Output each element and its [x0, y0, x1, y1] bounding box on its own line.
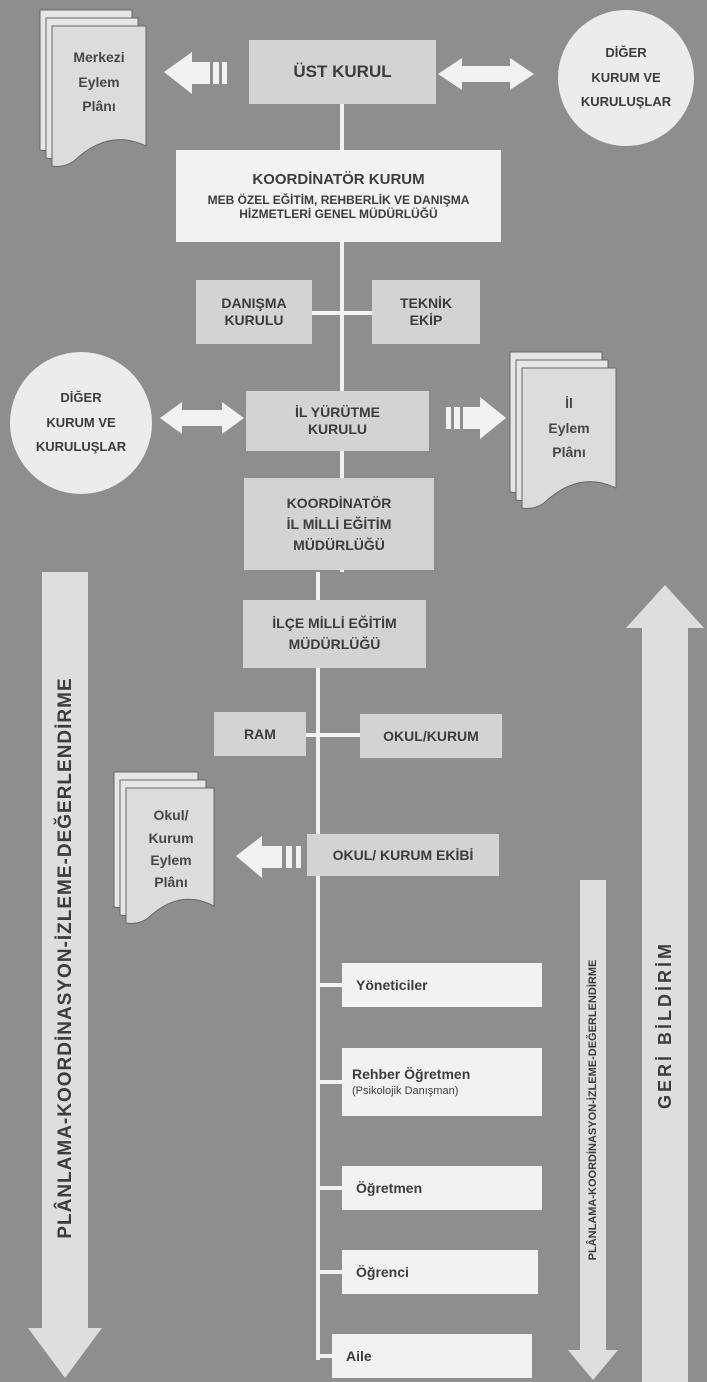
koordinator-il-box: KOORDİNATÖR İL MİLLİ EĞİTİM MÜDÜRLÜĞÜ	[244, 478, 434, 570]
circle-top-line-3: KURULUŞLAR	[580, 94, 672, 110]
left-down-arrow	[28, 572, 102, 1378]
koordinator-kurum-title: KOORDİNATÖR KURUM	[252, 170, 425, 188]
aile-label: Aile	[346, 1347, 372, 1364]
koordinator-il-line-1: KOORDİNATÖR	[286, 494, 392, 511]
okul-kurum-eylem-plani: Okul/ Kurum Eylem Plânı	[130, 790, 212, 908]
arrow-to-merkezi	[164, 52, 227, 94]
ust-kurul-label: ÜST KURUL	[293, 61, 392, 81]
yoneticiler-box: Yöneticiler	[342, 963, 542, 1007]
ogretmen-box: Öğretmen	[342, 1166, 542, 1210]
rehber-title: Rehber Öğretmen	[352, 1065, 471, 1082]
ilce-milli-egitim-box: İLÇE MİLLİ EĞİTİM MÜDÜRLÜĞÜ	[243, 600, 426, 668]
okul-kurum-box: OKUL/KURUM	[360, 714, 502, 758]
ram-label: RAM	[244, 725, 276, 742]
teknik-line-2: EKİP	[409, 312, 443, 328]
il-plan-line-1: İl	[565, 395, 573, 412]
il-plan-document-icon	[509, 351, 617, 509]
ilce-line-1: İLÇE MİLLİ EĞİTİM	[272, 615, 397, 631]
ogretmen-label: Öğretmen	[356, 1179, 423, 1196]
arrow-to-okul-plan	[236, 836, 301, 878]
merkezi-plan-line-2: Eylem	[78, 73, 120, 90]
danisma-kurulu-box: DANIŞMA KURULU	[196, 280, 312, 344]
koordinator-il-line-3: MÜDÜRLÜĞÜ	[293, 536, 385, 553]
right-inner-down-arrow	[568, 880, 618, 1380]
yoneticiler-label: Yöneticiler	[356, 976, 428, 993]
okul-plan-line-4: Plânı	[154, 874, 188, 891]
teknik-line-1: TEKNİK	[399, 295, 453, 312]
circle-top-line-2: KURUM VE	[591, 69, 661, 85]
circle-top-line-1: DİĞER	[605, 44, 647, 60]
danisma-line-1: DANIŞMA	[221, 295, 287, 312]
il-yurutme-line-1: İL YÜRÜTME	[294, 404, 381, 421]
ogrenci-label: Öğrenci	[356, 1263, 409, 1280]
okul-kurum-ekibi-box: OKUL/ KURUM EKİBİ	[307, 834, 499, 876]
merkezi-plan-line-3: Plânı	[82, 98, 116, 115]
okul-plan-document-icon	[113, 771, 215, 924]
arrow-to-il-plan	[446, 397, 506, 439]
left-vertical-label: PLÂNLAMA-KOORDİNASYON-İZLEME-DEĞERLENDİR…	[55, 677, 76, 1239]
rehber-ogretmen-box: Rehber Öğretmen (Psikolojik Danışman)	[342, 1048, 542, 1116]
aile-box: Aile	[332, 1334, 532, 1378]
merkezi-plan-line-1: Merkezi	[73, 49, 125, 66]
koordinator-il-line-2: İL MİLLİ EĞİTİM	[286, 515, 392, 532]
okul-kurum-ekibi-label: OKUL/ KURUM EKİBİ	[332, 846, 474, 863]
right-outer-vertical-label: GERİ BİLDİRİM	[655, 941, 675, 1109]
double-arrow-mid	[160, 402, 244, 434]
il-eylem-plani: İl Eylem Plânı	[526, 380, 612, 476]
ust-kurul-box: ÜST KURUL	[249, 40, 436, 104]
circle-mid-line-1: DİĞER	[60, 389, 102, 405]
ram-box: RAM	[214, 712, 306, 756]
diger-kurum-circle-top: DİĞER KURUM VE KURULUŞLAR	[558, 10, 694, 146]
il-plan-line-3: Plânı	[552, 444, 586, 461]
circle-mid-line-3: KURULUŞLAR	[35, 439, 127, 455]
merkezi-eylem-plani: Merkezi Eylem Plânı	[56, 34, 142, 130]
okul-plan-line-3: Eylem	[150, 852, 192, 868]
danisma-line-2: KURULU	[224, 312, 284, 328]
ilce-line-2: MÜDÜRLÜĞÜ	[288, 636, 381, 652]
il-yurutme-kurulu-box: İL YÜRÜTME KURULU	[246, 391, 429, 451]
okul-plan-line-1: Okul/	[153, 807, 189, 824]
koordinator-kurum-line-1: MEB ÖZEL EĞİTİM, REHBERLİK VE DANIŞMA	[207, 192, 470, 207]
koordinator-kurum-box: KOORDİNATÖR KURUM MEB ÖZEL EĞİTİM, REHBE…	[176, 150, 501, 242]
right-inner-vertical-label: PLÂNLAMA-KOORDİNASYON-İZLEME-DEĞERLENDİR…	[587, 959, 599, 1261]
il-yurutme-line-2: KURULU	[307, 421, 368, 437]
diger-kurum-circle-mid: DİĞER KURUM VE KURULUŞLAR	[10, 352, 152, 494]
okul-plan-line-2: Kurum	[148, 829, 194, 846]
ogrenci-box: Öğrenci	[342, 1250, 538, 1294]
rehber-sub: (Psikolojik Danışman)	[352, 1085, 459, 1098]
koordinator-kurum-line-2: HİZMETLERİ GENEL MÜDÜRLÜĞÜ	[239, 207, 438, 221]
teknik-ekip-box: TEKNİK EKİP	[372, 280, 480, 344]
merkezi-plan-document-icon	[39, 9, 147, 167]
right-outer-up-arrow	[626, 585, 704, 1382]
il-plan-line-2: Eylem	[548, 419, 590, 436]
okul-kurum-label: OKUL/KURUM	[383, 727, 479, 744]
double-arrow-top	[438, 58, 534, 90]
circle-mid-line-2: KURUM VE	[46, 414, 116, 430]
